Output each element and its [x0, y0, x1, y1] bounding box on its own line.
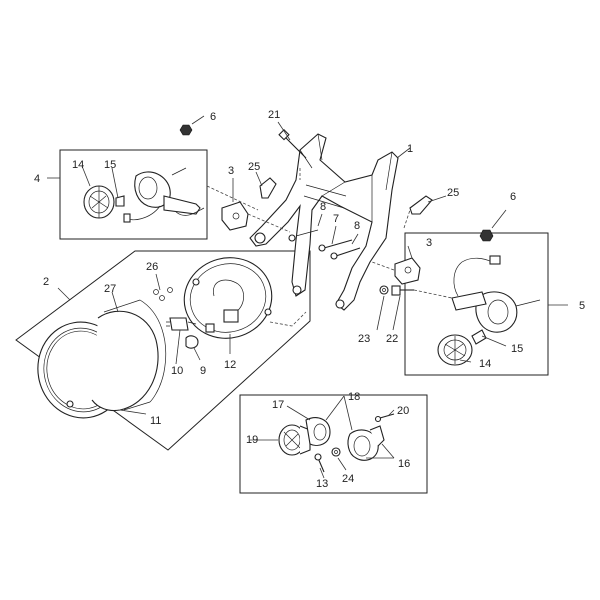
lamp-group [239, 394, 428, 494]
callout-9: 9 [200, 365, 206, 377]
rubber-block-3-left [221, 201, 249, 231]
callout-11: 11 [150, 415, 161, 427]
callout-26: 26 [146, 261, 158, 273]
headlight-reflector [91, 299, 167, 412]
headlight-shell [183, 257, 273, 339]
clip-25-left [259, 177, 277, 199]
callout-27: 27 [104, 283, 116, 295]
callout-8-top: 8 [320, 201, 326, 213]
callout-12: 12 [224, 359, 236, 371]
callout-18: 18 [348, 391, 360, 403]
bulb-9 [185, 335, 199, 349]
callout-15-right: 15 [511, 343, 523, 355]
callout-21: 21 [268, 109, 280, 121]
nut-6-right [479, 229, 494, 242]
callout-3-right: 3 [426, 237, 432, 249]
callout-labels: 1 2 3 3 4 5 6 6 7 8 8 9 10 11 12 13 14 1… [34, 109, 585, 490]
rubber-block-3-right [394, 257, 421, 285]
callout-2: 2 [43, 276, 49, 288]
washer-24 [331, 447, 341, 457]
callout-3-left: 3 [228, 165, 234, 177]
callout-4: 4 [34, 173, 40, 185]
headlight-bracket [249, 133, 399, 311]
callout-14-right: 14 [479, 358, 491, 370]
callout-25-left: 25 [248, 161, 260, 173]
screw-7-8 [288, 229, 361, 260]
lamp-17 [305, 417, 331, 447]
right-indicator-group [404, 232, 549, 376]
headlight-group [15, 250, 311, 451]
callout-10: 10 [171, 365, 183, 377]
callout-22: 22 [386, 333, 398, 345]
leader-lines [47, 115, 568, 479]
left-indicator-group [59, 149, 208, 240]
callout-20: 20 [397, 405, 409, 417]
callout-7: 7 [333, 213, 339, 225]
callout-6-right: 6 [510, 191, 516, 203]
callout-25-right: 25 [447, 187, 459, 199]
lamp-16 [347, 425, 385, 461]
bulb-10 [166, 317, 197, 331]
callout-1: 1 [407, 143, 413, 155]
bolt-21 [278, 128, 307, 159]
callout-5: 5 [579, 300, 585, 312]
callout-13: 13 [316, 478, 328, 490]
spring-clips-26 [153, 287, 173, 301]
lamp-19 [278, 424, 311, 456]
callout-8-bottom: 8 [354, 220, 360, 232]
callout-15-left: 15 [104, 159, 116, 171]
screw-13 [314, 453, 325, 473]
callout-16: 16 [398, 458, 410, 470]
callout-6-left: 6 [210, 111, 216, 123]
callout-14-left: 14 [72, 159, 84, 171]
clip-25-right [409, 195, 433, 215]
nut-6-left [179, 124, 193, 136]
callout-19: 19 [246, 434, 258, 446]
connection-lines [206, 168, 453, 327]
right-indicator [437, 255, 541, 366]
left-indicator [83, 167, 205, 223]
callout-17: 17 [272, 399, 284, 411]
callout-24: 24 [342, 473, 354, 485]
screw-22 [391, 285, 414, 296]
washer-23 [379, 285, 389, 295]
callout-23: 23 [358, 333, 370, 345]
screw-20 [374, 413, 395, 423]
